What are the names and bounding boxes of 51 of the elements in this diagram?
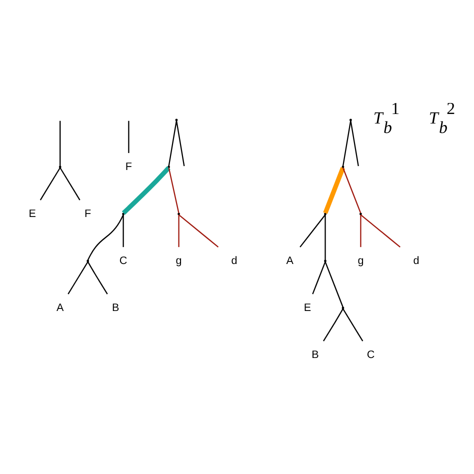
node-text: d: [413, 254, 420, 266]
connector: [178, 214, 180, 247]
node-point: [324, 212, 326, 215]
node-text: A: [56, 301, 64, 314]
node-text: A: [286, 254, 294, 266]
node-text: B: [312, 348, 319, 360]
node-text: E: [28, 207, 36, 220]
connector: [178, 214, 219, 248]
connector: [360, 214, 362, 247]
node-point: [178, 212, 180, 215]
connector: [342, 167, 362, 213]
node-text: C: [119, 254, 128, 266]
node-point: [342, 165, 344, 168]
node-point: [86, 259, 90, 262]
connector: [40, 167, 61, 200]
connector: [323, 308, 344, 341]
node-text: F: [84, 207, 92, 220]
node-text: g: [358, 254, 364, 266]
node-text: C: [366, 348, 375, 360]
node-point: [360, 212, 362, 215]
connector: [176, 120, 185, 166]
node-text: F: [125, 160, 132, 172]
connector: [300, 214, 326, 247]
connector: [323, 166, 346, 214]
connector: [168, 167, 180, 213]
connector: [360, 214, 400, 248]
connector: [342, 120, 352, 166]
connector: [168, 120, 178, 166]
connector: [324, 261, 344, 307]
connector: [128, 120, 130, 153]
connector: [122, 214, 124, 247]
connector: [68, 261, 88, 294]
connector: [342, 308, 364, 341]
connector: [87, 214, 124, 260]
node-text: B: [112, 301, 120, 314]
connector: [350, 120, 359, 166]
connector: [60, 167, 80, 200]
node-text: E: [304, 301, 312, 314]
node-text: d: [231, 254, 238, 266]
connector: [324, 214, 326, 260]
connector: [312, 261, 326, 294]
node-point: [349, 118, 352, 121]
node-point: [175, 118, 178, 121]
node-point: [324, 259, 326, 262]
node-text: g: [176, 254, 182, 266]
connector: [87, 261, 108, 294]
node-point: [58, 165, 62, 168]
node-point: [168, 165, 170, 168]
node-point: [342, 306, 344, 309]
node-point: [122, 212, 125, 215]
connector: [60, 120, 61, 166]
